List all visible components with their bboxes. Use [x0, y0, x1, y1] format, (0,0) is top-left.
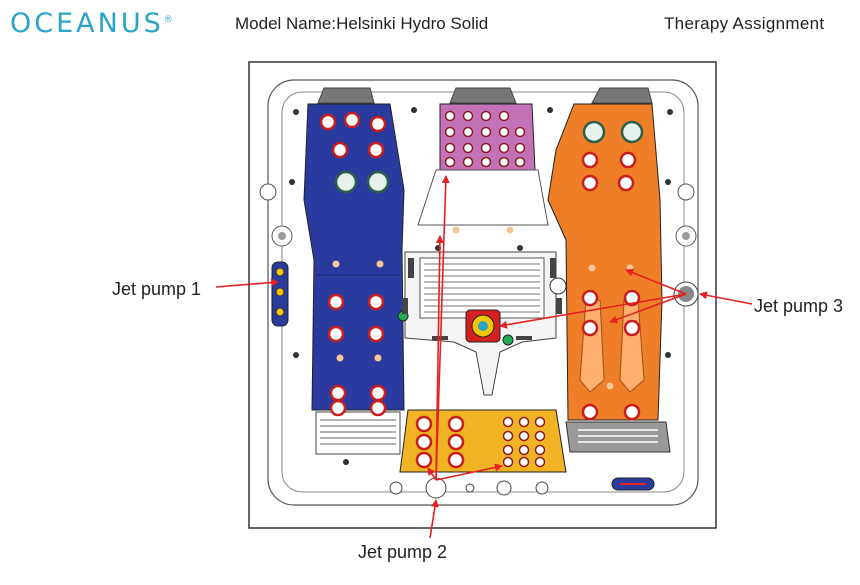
pump-2-control	[465, 309, 501, 343]
pump-2-arrow-e	[429, 499, 439, 539]
pump-3-arrow	[699, 291, 753, 305]
pump-3-arrow-c	[499, 293, 687, 329]
jet-pump-2-label: Jet pump 2	[358, 542, 448, 562]
pump-2-arrow-b	[435, 235, 444, 481]
brand-logo: OCEANUS®	[10, 8, 176, 39]
model-name: Model Name:Helsinki Hydro Solid	[235, 14, 489, 33]
jet-pump-3-label: Jet pump 3	[754, 296, 844, 316]
pump-2-arrow-d	[435, 463, 503, 481]
pump-2-arrow-c	[427, 467, 437, 481]
page-title: Therapy Assignment	[664, 14, 825, 33]
pump-2-arrow-a	[435, 175, 450, 481]
zone-blue-seats	[303, 103, 405, 411]
pump-3-arrow-b	[609, 293, 687, 324]
pump-3-arrow-a	[625, 268, 687, 295]
jet-pump-1-label: Jet pump 1	[112, 279, 202, 299]
pump-1-arrow	[215, 278, 279, 288]
